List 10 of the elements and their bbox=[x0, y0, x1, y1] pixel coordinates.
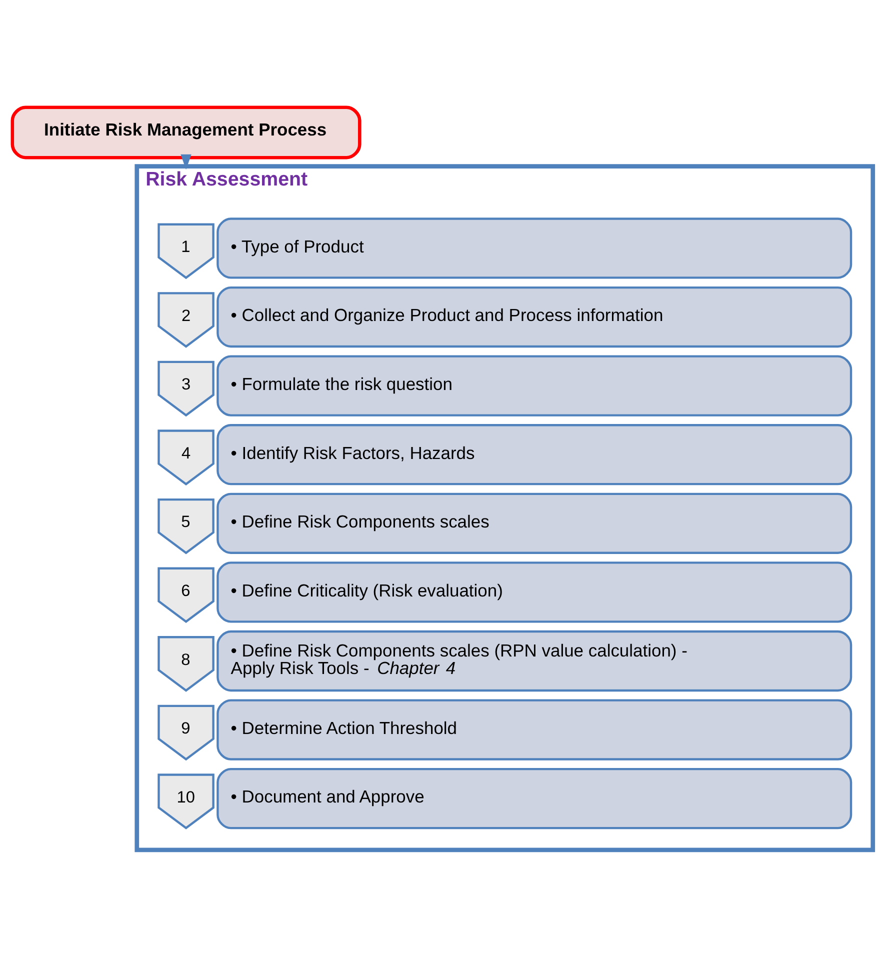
arrow bbox=[180, 154, 192, 170]
node-box: • Define Risk Components scales bbox=[216, 492, 852, 554]
node-box: • Type of Product bbox=[216, 217, 852, 278]
node-box: • Define Risk Components scales (RPN value calculation) - Apply Risk Tools - Chapter 4 bbox=[216, 630, 852, 692]
node-box: • Formulate the risk question bbox=[216, 354, 852, 416]
node-box: • Define Criticality (Risk evaluation) bbox=[216, 561, 852, 622]
node-box: • Document and Approve bbox=[216, 768, 852, 829]
node-box: • Collect and Organize Product and Process information bbox=[216, 286, 852, 348]
node-box: • Identify Risk Factors, Hazards bbox=[216, 424, 852, 485]
node-box: • Determine Action Threshold bbox=[216, 698, 852, 760]
